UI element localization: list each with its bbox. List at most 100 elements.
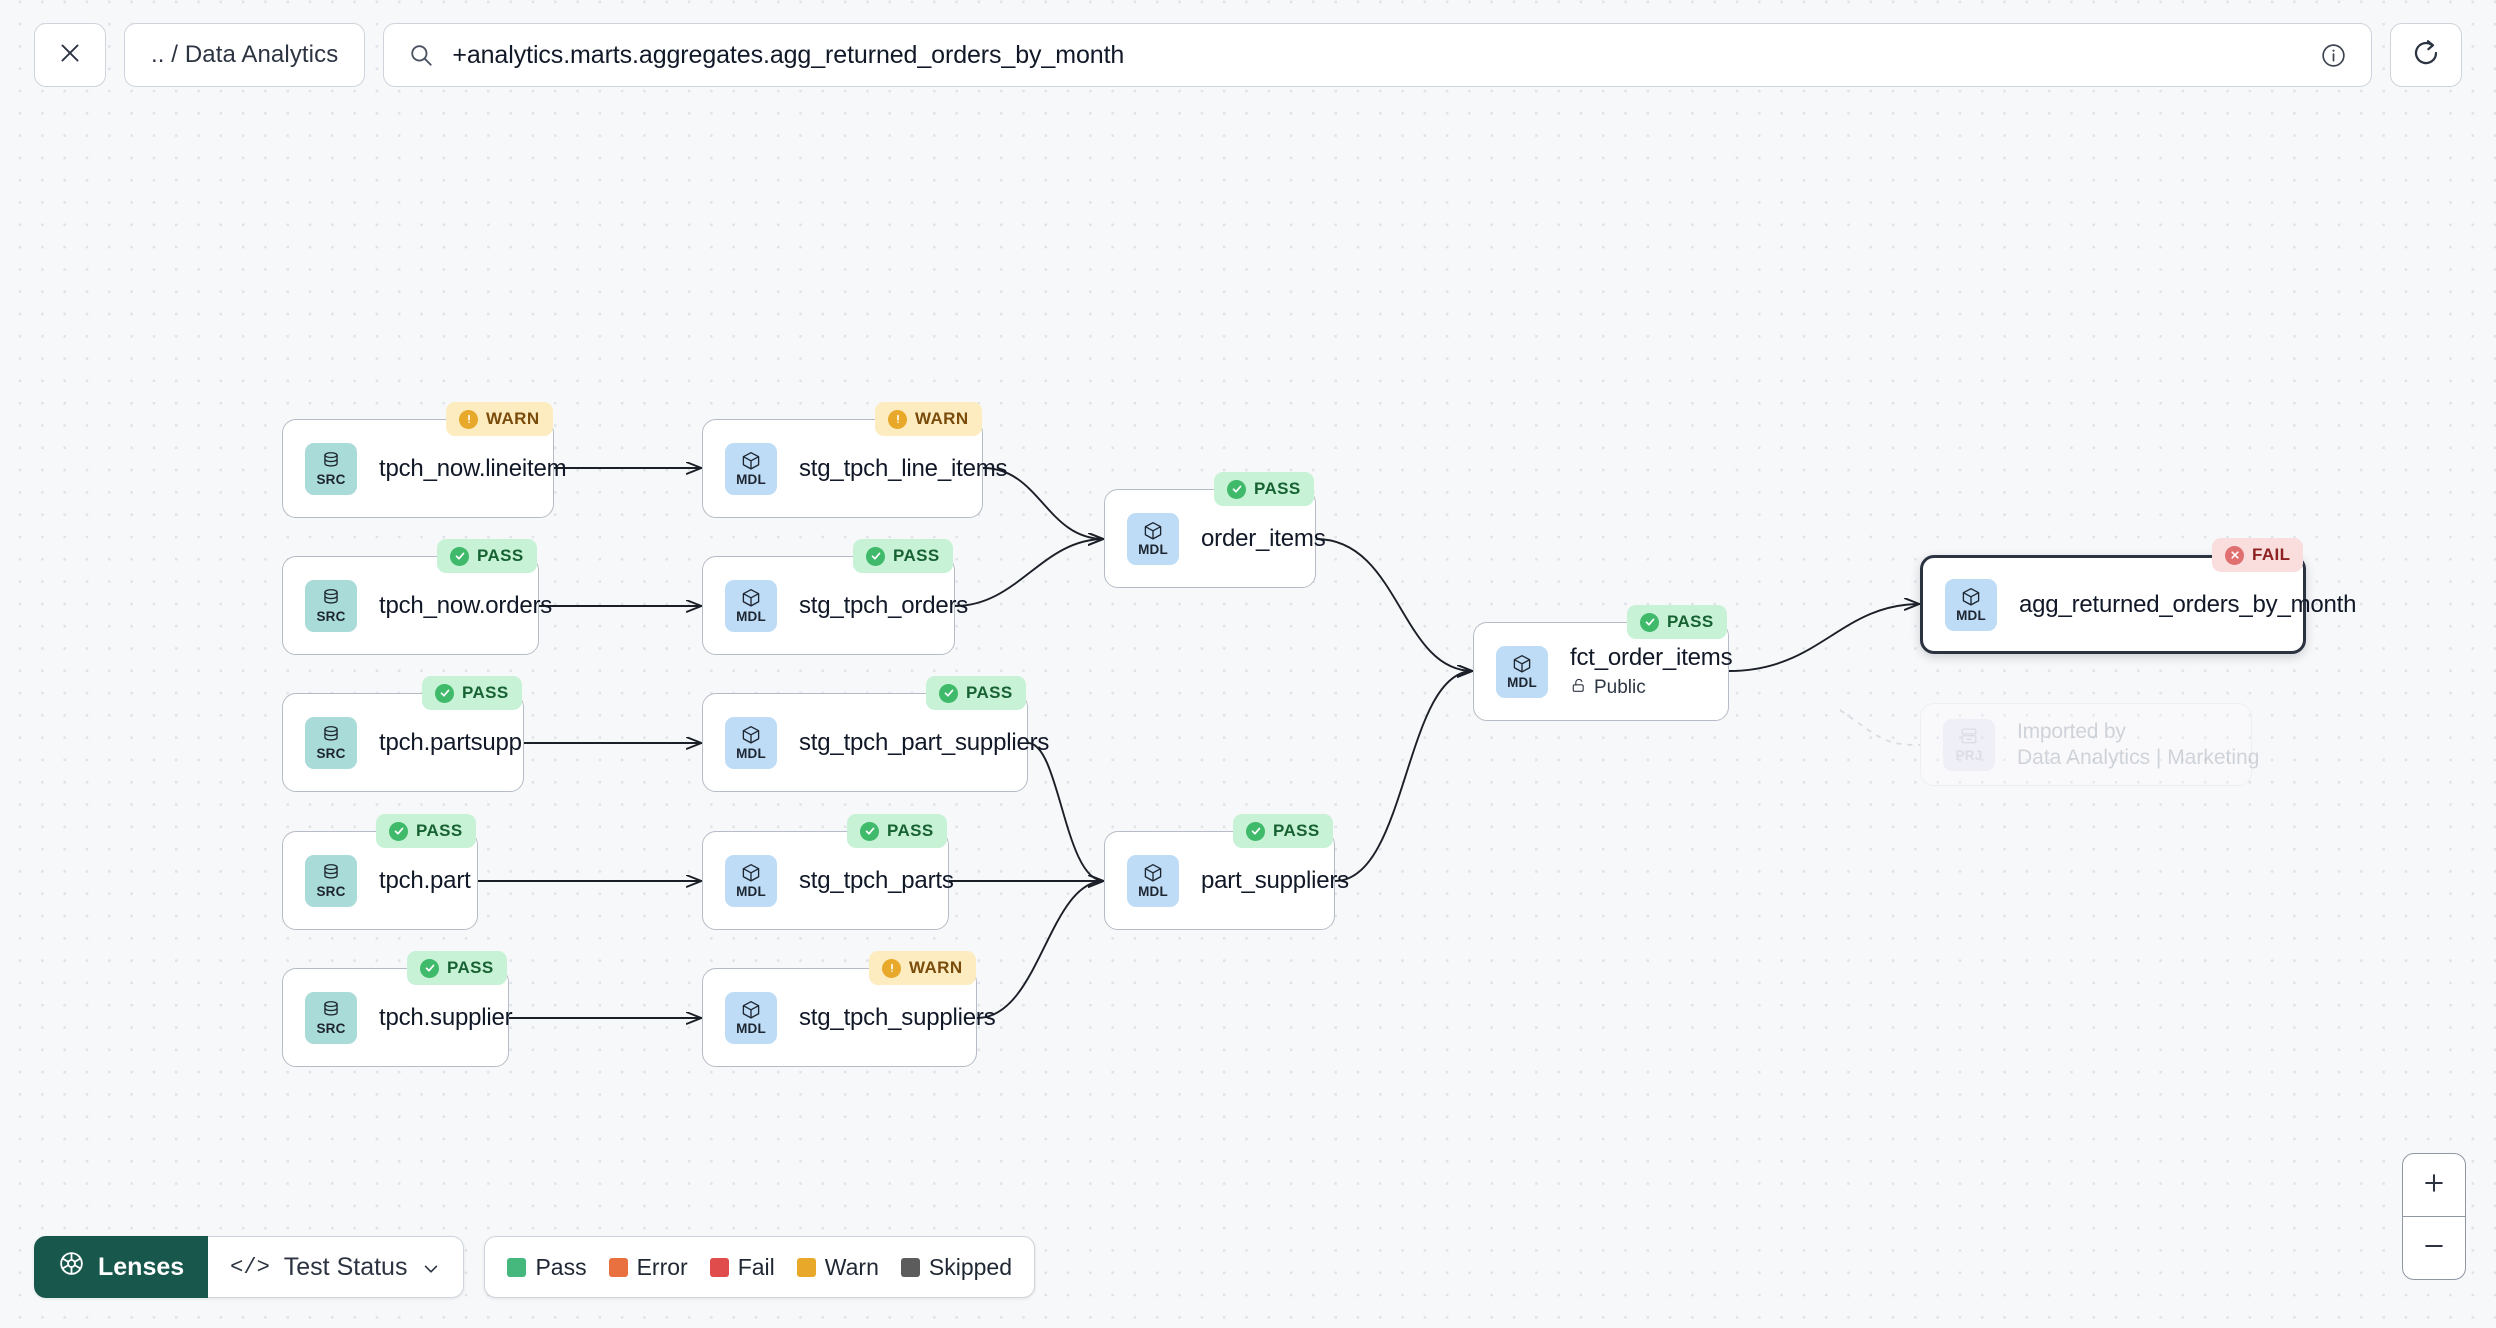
status-label: WARN (909, 958, 963, 977)
cube-icon (1142, 862, 1164, 884)
status-badge-pass[interactable]: PASS (926, 676, 1026, 710)
node-title: tpch.part (379, 866, 471, 894)
status-badge-pass[interactable]: PASS (437, 539, 537, 573)
ghost-edge (1839, 709, 1921, 746)
close-button[interactable] (34, 23, 106, 87)
imported-by-label: Imported by (2017, 719, 2126, 743)
node-type-label: MDL (1956, 608, 1986, 624)
mdl-type-badge: MDL (725, 579, 777, 632)
status-badge-warn[interactable]: WARN (875, 402, 982, 436)
node-visibility-label: Public (1594, 677, 1646, 698)
status-warn-icon (882, 958, 901, 978)
code-icon: </> (230, 1254, 270, 1280)
status-badge-fail[interactable]: FAIL (2212, 538, 2304, 572)
database-icon (320, 450, 342, 472)
status-warn-icon (459, 409, 478, 429)
status-label: WARN (486, 409, 540, 428)
status-badge-pass[interactable]: PASS (422, 676, 522, 710)
cube-icon (740, 450, 762, 472)
cube-icon (740, 862, 762, 884)
minus-icon (2421, 1233, 2447, 1264)
node-type-label: MDL (736, 1021, 766, 1037)
status-label: PASS (1667, 612, 1714, 631)
legend-item-skipped[interactable]: Skipped (900, 1254, 1012, 1281)
mdl-type-badge: MDL (1945, 578, 1997, 631)
lenses-button[interactable]: Lenses (34, 1236, 209, 1298)
status-badge-pass[interactable]: PASS (853, 539, 953, 573)
status-pass-icon (939, 683, 958, 703)
status-badge-pass[interactable]: PASS (376, 814, 476, 848)
graph-node-stg_tpch_suppliers[interactable]: MDL stg_tpch_suppliers (702, 968, 996, 1067)
node-type-label: MDL (736, 472, 766, 488)
legend-item-error[interactable]: Error (608, 1254, 688, 1281)
database-icon (320, 999, 342, 1021)
status-badge-warn[interactable]: WARN (446, 402, 553, 436)
node-type-label: MDL (736, 746, 766, 762)
node-title: stg_tpch_orders (799, 591, 969, 619)
cube-icon (1960, 586, 1982, 608)
legend-item-warn[interactable]: Warn (796, 1254, 879, 1281)
bottom-toolbar: Lenses </> Test Status Pass Error Fail Warn… (34, 1236, 1036, 1298)
node-text: stg_tpch_part_suppliers (799, 729, 1049, 757)
status-label: PASS (893, 546, 940, 565)
node-title: part_suppliers (1201, 866, 1349, 894)
node-type-label: SRC (316, 609, 346, 625)
legend-swatch-warn (796, 1257, 816, 1277)
node-title: tpch.supplier (379, 1003, 513, 1031)
info-icon[interactable] (2320, 42, 2347, 69)
node-type-label: MDL (1138, 542, 1168, 558)
node-text: tpch_now.orders (379, 592, 552, 620)
status-badge-pass[interactable]: PASS (1214, 472, 1314, 506)
status-pass-icon (1227, 479, 1246, 499)
refresh-button[interactable] (2390, 23, 2462, 87)
node-text: stg_tpch_parts (799, 867, 954, 895)
status-badge-pass[interactable]: PASS (1233, 814, 1333, 848)
status-pass-icon (866, 546, 885, 566)
status-label: PASS (1254, 479, 1301, 498)
node-type-label: SRC (316, 746, 346, 762)
node-title: stg_tpch_suppliers (799, 1003, 996, 1031)
cube-icon (740, 587, 762, 609)
src-type-badge: SRC (305, 442, 357, 495)
mdl-type-badge: MDL (1496, 645, 1548, 698)
src-type-badge: SRC (305, 854, 357, 907)
chevron-down-icon (421, 1257, 441, 1277)
node-text: tpch.part (379, 867, 471, 895)
cube-icon (740, 724, 762, 746)
aperture-icon (58, 1250, 85, 1284)
graph-node-order_items[interactable]: MDL order_items (1104, 489, 1326, 588)
zoom-out-button[interactable] (2403, 1217, 2465, 1279)
status-badge-pass[interactable]: PASS (407, 951, 507, 985)
legend-swatch-error (608, 1257, 628, 1277)
mdl-type-badge: MDL (725, 991, 777, 1044)
status-label: WARN (915, 409, 969, 428)
node-type-label: MDL (1507, 675, 1537, 691)
status-label: PASS (447, 958, 494, 977)
zoom-in-button[interactable] (2403, 1154, 2465, 1216)
graph-node-stg_tpch_part_suppliers[interactable]: MDL stg_tpch_part_suppliers (702, 693, 1049, 792)
legend-item-fail[interactable]: Fail (709, 1253, 775, 1281)
node-type-label: SRC (316, 1021, 346, 1037)
close-icon (57, 40, 83, 71)
database-icon (320, 724, 342, 746)
status-badge-pass[interactable]: PASS (1627, 605, 1727, 639)
node-text: tpch.partsupp (379, 729, 522, 757)
status-label: PASS (887, 821, 934, 840)
legend-label: Fail (737, 1253, 775, 1280)
status-badge-warn[interactable]: WARN (869, 951, 976, 985)
lenses-group: Lenses </> Test Status (34, 1236, 465, 1298)
node-title: fct_order_items (1570, 643, 1733, 671)
legend-swatch-skipped (900, 1257, 920, 1277)
node-type-label: MDL (1138, 884, 1168, 900)
test-status-dropdown[interactable]: </> Test Status (208, 1236, 465, 1298)
status-badge-pass[interactable]: PASS (847, 814, 947, 848)
legend-item-pass[interactable]: Pass (507, 1254, 587, 1281)
node-text: order_items (1201, 525, 1326, 553)
search-input[interactable]: +analytics.marts.aggregates.agg_returned… (383, 23, 2372, 87)
breadcrumb[interactable]: .. / Data Analytics (124, 23, 366, 87)
